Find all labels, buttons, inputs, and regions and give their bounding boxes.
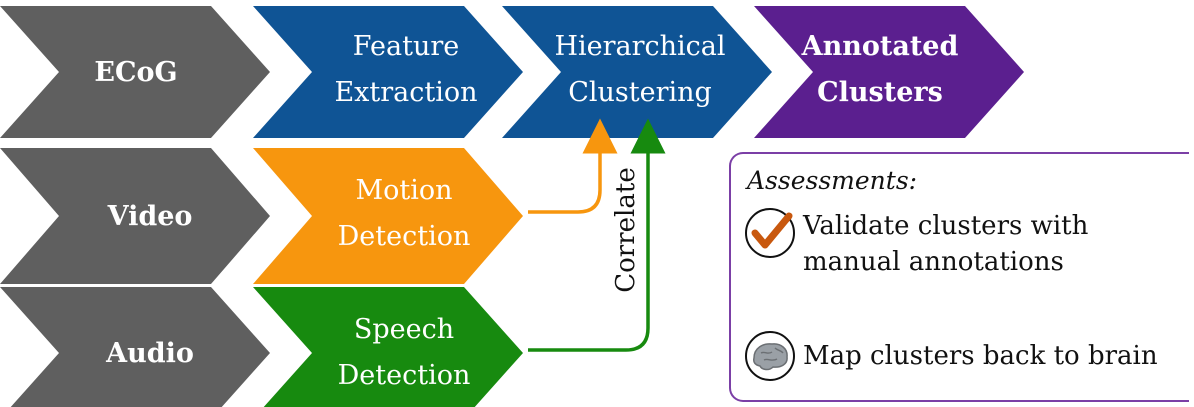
feature-extraction-label-line2: Extraction <box>334 77 477 108</box>
assessments-title: Assessments: <box>747 166 918 195</box>
motion-detection-chevron <box>253 148 523 284</box>
annotated-clusters-label-line1: Annotated <box>801 31 959 62</box>
feature-extraction-chevron <box>253 6 523 138</box>
correlate-label: Correlate <box>611 167 641 292</box>
motion-detection-label-line2: Detection <box>338 221 471 252</box>
assessments-panel: Assessments: Validate clusters with manu… <box>729 152 1189 402</box>
map-text: Map clusters back to brain <box>803 331 1158 374</box>
speech-detection-label-line2: Detection <box>338 360 471 391</box>
brain-icon <box>745 331 795 381</box>
hierarchical-clustering-label-line2: Clustering <box>568 77 712 108</box>
hierarchical-clustering-label-line1: Hierarchical <box>554 31 725 62</box>
feature-extraction-label-line1: Feature <box>353 31 459 62</box>
ecog-chevron <box>0 6 270 138</box>
validate-text-line1: Validate clusters with <box>803 211 1089 241</box>
annotated-clusters-chevron <box>754 6 1024 138</box>
ecog-label: ECoG <box>94 57 177 88</box>
motion-detection-label-line1: Motion <box>355 175 452 206</box>
checkmark-icon <box>745 208 795 258</box>
speech-to-clustering-arrow <box>528 118 666 352</box>
speech-detection-label-line1: Speech <box>354 314 454 345</box>
audio-label: Audio <box>105 338 194 369</box>
motion-to-clustering-arrow <box>528 118 618 214</box>
video-chevron <box>0 148 270 284</box>
video-label: Video <box>107 201 193 232</box>
audio-chevron <box>0 287 270 407</box>
assessment-item-map: Map clusters back to brain <box>745 331 1158 381</box>
map-text-line1: Map clusters back to brain <box>803 341 1158 371</box>
assessment-item-validate: Validate clusters with manual annotation… <box>745 208 1088 280</box>
annotated-clusters-label-line2: Clusters <box>817 77 943 108</box>
validate-text-line2: manual annotations <box>803 247 1064 277</box>
validate-text: Validate clusters with manual annotation… <box>803 208 1088 280</box>
hierarchical-clustering-chevron <box>502 6 772 138</box>
speech-detection-chevron <box>253 287 523 407</box>
